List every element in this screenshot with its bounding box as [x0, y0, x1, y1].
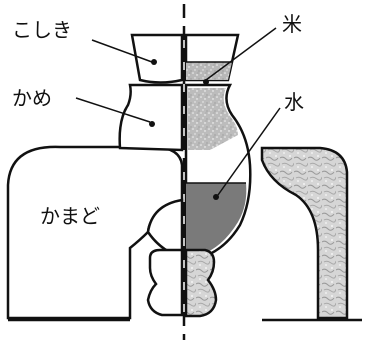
rice-fill: [186, 62, 232, 80]
koshiki-left: [130, 33, 184, 84]
leader-koshiki: [91, 39, 153, 63]
dot-koshiki: [151, 59, 157, 65]
label-kame: かめ: [12, 86, 52, 110]
label-koshiki: こしき: [12, 18, 72, 42]
kamado-wall-right: [260, 146, 349, 320]
label-kamado: かまど: [40, 204, 100, 228]
kame-left-belly: [146, 198, 184, 260]
leader-water: [217, 107, 281, 196]
water-fill: [186, 183, 247, 255]
firebox-left: [146, 248, 184, 317]
leader-rice: [205, 27, 277, 81]
firebox-right: [184, 248, 218, 318]
leader-kame: [75, 97, 151, 123]
dot-water: [213, 194, 219, 200]
dot-rice: [203, 79, 209, 85]
label-water: 水: [284, 90, 304, 114]
kame-left-outline: [118, 83, 184, 152]
dot-kame: [149, 121, 155, 127]
label-rice: 米: [282, 12, 302, 36]
kame-rice-region: [188, 88, 238, 150]
kamado-body: [6, 145, 184, 320]
